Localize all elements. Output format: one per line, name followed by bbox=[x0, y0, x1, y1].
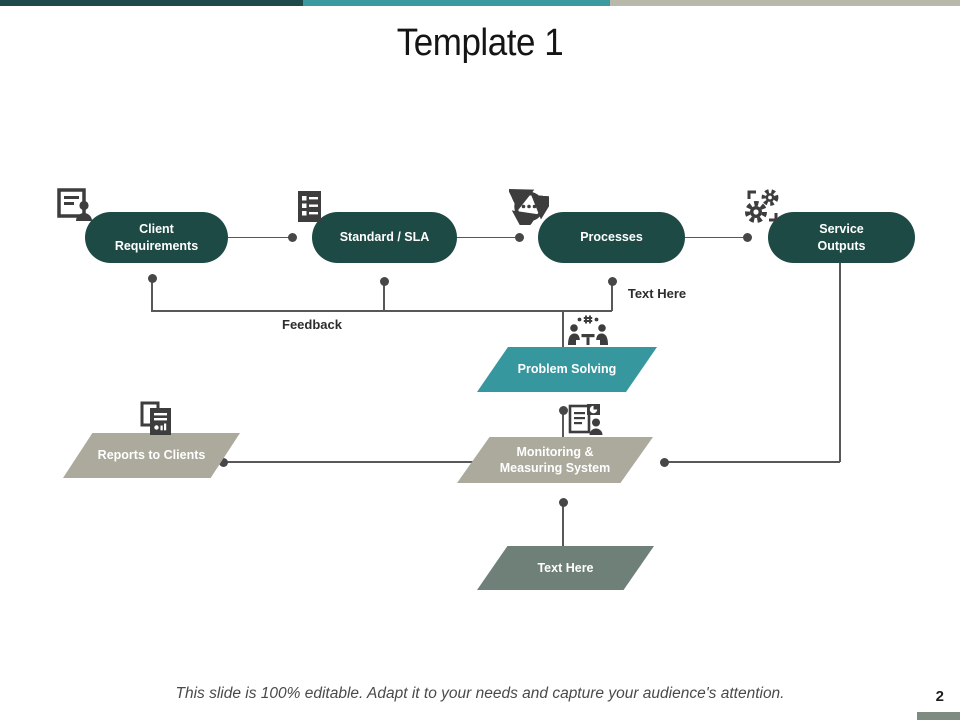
connector-dot bbox=[287, 233, 297, 242]
node-standard-sla: Standard / SLA bbox=[312, 212, 457, 263]
connector-dot bbox=[558, 497, 568, 507]
node-problem-solving: Problem Solving bbox=[477, 347, 657, 392]
page-number: 2 bbox=[935, 688, 944, 705]
corner-accent-bar bbox=[917, 712, 960, 720]
meeting-icon bbox=[568, 315, 608, 345]
node-text-here: Text Here bbox=[477, 546, 654, 590]
page-title: Template 1 bbox=[396, 22, 564, 64]
node-reports-to-clients: Reports to Clients bbox=[63, 433, 240, 478]
gears-icon bbox=[745, 189, 779, 223]
connector-dot bbox=[379, 276, 389, 286]
connector-dot bbox=[742, 233, 752, 242]
connector-line bbox=[685, 236, 743, 238]
connector-dot bbox=[607, 276, 617, 286]
connector-dot bbox=[147, 274, 157, 283]
feedback-label: Feedback bbox=[282, 317, 342, 332]
feedback-loop-line bbox=[151, 310, 612, 312]
connector-dot bbox=[558, 405, 568, 415]
connector-dot bbox=[514, 233, 524, 242]
connector-line bbox=[666, 461, 840, 463]
top-accent-bar-beige bbox=[610, 0, 960, 6]
node-monitoring-measuring-system: Monitoring & Measuring System bbox=[457, 437, 653, 483]
node-client-requirements: Client Requirements bbox=[85, 212, 228, 263]
footer-note: This slide is 100% editable. Adapt it to… bbox=[175, 685, 785, 702]
document-person-icon bbox=[57, 188, 92, 221]
connector-line bbox=[562, 413, 564, 438]
node-service-outputs: Service Outputs bbox=[768, 212, 915, 263]
process-cycle-icon bbox=[509, 188, 549, 225]
connector-line bbox=[839, 263, 841, 462]
connector-line bbox=[383, 283, 385, 311]
connector-line bbox=[151, 282, 153, 311]
connector-dot bbox=[659, 457, 669, 467]
node-processes: Processes bbox=[538, 212, 685, 263]
connector-line bbox=[226, 461, 490, 463]
connector-dot bbox=[218, 457, 228, 467]
connector-line bbox=[228, 236, 289, 238]
checklist-icon bbox=[298, 191, 321, 222]
connector-line bbox=[562, 310, 564, 348]
connector-line bbox=[611, 283, 613, 311]
top-accent-bar-dark bbox=[0, 0, 303, 6]
monitoring-report-icon bbox=[568, 404, 603, 435]
text-here-label: Text Here bbox=[627, 286, 687, 301]
connector-line bbox=[562, 505, 564, 547]
connector-line bbox=[457, 236, 515, 238]
top-accent-bar-teal bbox=[303, 0, 610, 6]
reports-icon bbox=[140, 401, 171, 435]
